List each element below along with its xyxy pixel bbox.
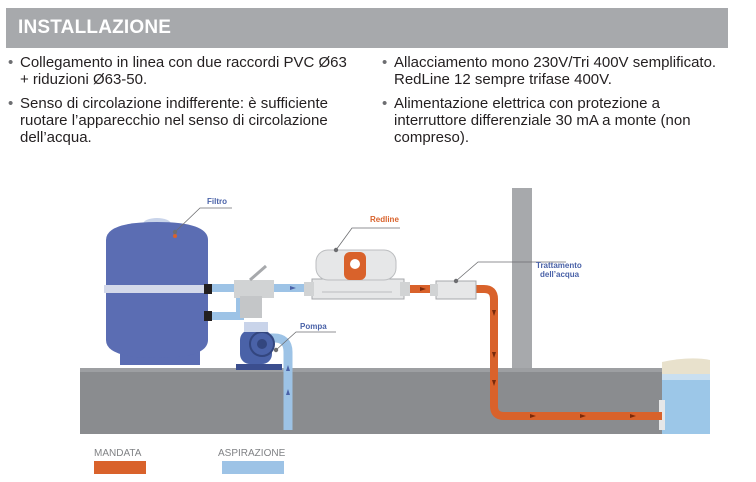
legend-suction-label: ASPIRAZIONE	[218, 448, 286, 459]
legend-delivery-label: MANDATA	[94, 448, 142, 459]
title-bar: INSTALLAZIONE	[6, 8, 728, 48]
legend: MANDATA ASPIRAZIONE	[94, 448, 286, 474]
leader-lines	[172, 207, 566, 353]
legend-suction-swatch	[222, 461, 284, 474]
bullet-item: Alimentazione elettrica con protezione a…	[382, 95, 727, 146]
treatment-device	[430, 280, 477, 300]
label-filter: Filtro	[207, 197, 227, 206]
pool	[659, 358, 710, 434]
label-pump: Pompa	[300, 322, 327, 331]
bullet-list-right: Allacciamento mono 230V/Tri 400V semplif…	[382, 54, 727, 153]
redline-unit	[304, 249, 410, 300]
bullet-list-left: Collegamento in linea con due raccordi P…	[8, 54, 358, 153]
legend-delivery-swatch	[94, 461, 146, 474]
pump	[236, 322, 282, 370]
label-treatment-line1: Trattamento	[536, 261, 582, 270]
background-column	[512, 188, 532, 372]
page-title: INSTALLAZIONE	[18, 17, 172, 38]
multiport-valve	[234, 264, 274, 318]
label-treatment-line2: dell’acqua	[540, 270, 580, 279]
delivery-pipe	[400, 285, 662, 420]
bullet-item: Collegamento in linea con due raccordi P…	[8, 54, 358, 88]
ground-top-edge	[80, 368, 662, 372]
label-redline: Redline	[370, 215, 399, 224]
bullet-item: Allacciamento mono 230V/Tri 400V semplif…	[382, 54, 727, 88]
filter-tank	[104, 218, 212, 365]
bullet-item: Senso di circolazione indifferente: è su…	[8, 95, 358, 146]
ground-slab	[80, 370, 662, 434]
